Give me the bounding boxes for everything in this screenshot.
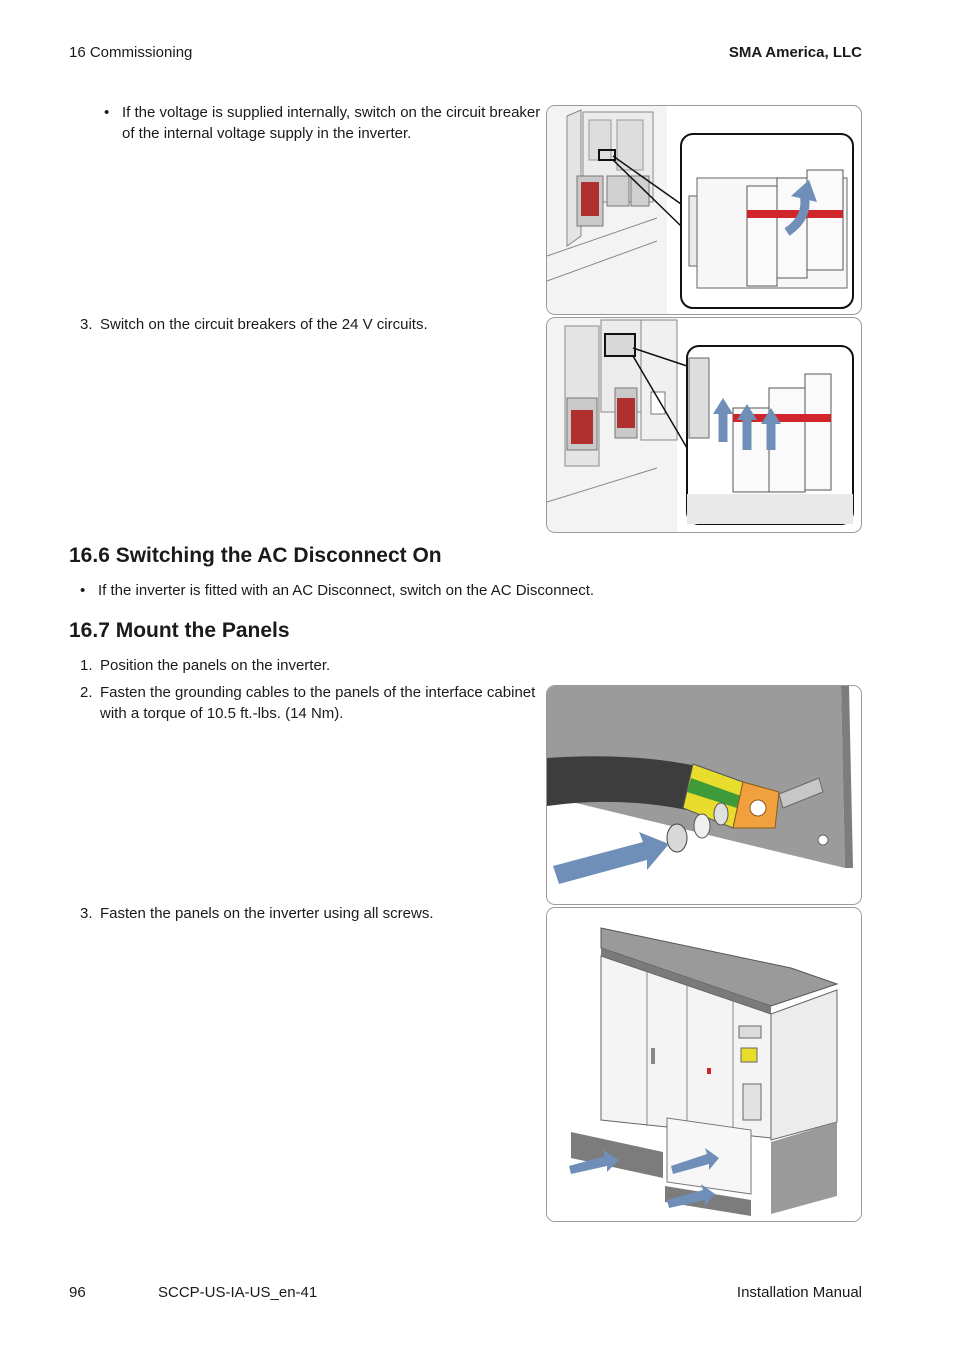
step-number: 1. (80, 657, 93, 674)
step-number: 3. (80, 905, 93, 922)
step-text: Switch on the circuit breakers of the 24… (100, 316, 428, 333)
step-text: Position the panels on the inverter. (100, 657, 331, 674)
figure-inverter-panels (546, 907, 862, 1222)
figure-grounding-cable (546, 685, 862, 905)
header-company: SMA America, LLC (728, 44, 862, 61)
step-number: 2. (80, 684, 93, 701)
section-16-7-title: 16.7 Mount the Panels (69, 619, 290, 642)
bullet-text: If the inverter is fitted with an AC Dis… (98, 582, 595, 599)
bullet-internal-text: If the voltage is supplied internally, s… (122, 104, 541, 121)
bullet-dot: • (80, 582, 86, 599)
step-text: Fasten the grounding cables to the panel… (100, 684, 536, 701)
footer-page-number: 96 (69, 1284, 86, 1301)
bullet-internal-voltage: • If the voltage is supplied internally, … (104, 102, 544, 144)
figure-24v-breakers (546, 317, 862, 533)
step-text: Fasten the panels on the inverter using … (100, 905, 434, 922)
footer-doc-id: SCCP-US-IA-US_en-41 (158, 1284, 318, 1301)
step-number: 3. (80, 316, 93, 333)
bullet-dot: • (104, 104, 110, 121)
bullet-internal-text-line2: of the internal voltage supply in the in… (122, 125, 412, 142)
step-24v-circuits: 3. Switch on the circuit breakers of the … (80, 314, 428, 335)
step-text-line2: with a torque of 10.5 ft.-lbs. (14 Nm). (100, 705, 344, 722)
header-section: 16 Commissioning (69, 44, 193, 61)
section-16-6-title: 16.6 Switching the AC Disconnect On (69, 544, 442, 567)
footer-doc-type: Installation Manual (736, 1284, 862, 1301)
step-fasten-panels: 3. Fasten the panels on the inverter usin… (80, 903, 434, 924)
step-position-panels: 1. Position the panels on the inverter. (80, 655, 330, 676)
figure-internal-breaker (546, 105, 862, 315)
section-16-6-bullet: • If the inverter is fitted with an AC Di… (80, 580, 594, 601)
step-grounding-cables: 2. Fasten the grounding cables to the pan… (80, 682, 540, 724)
